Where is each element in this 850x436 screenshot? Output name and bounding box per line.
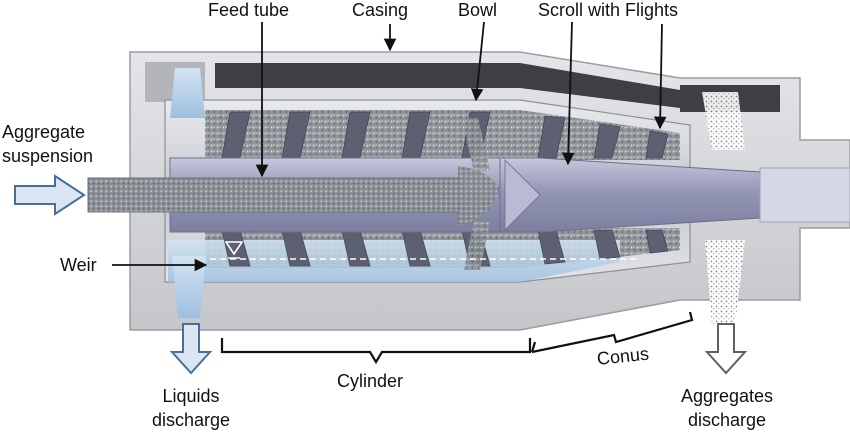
aggregates-discharge-label-line1: Aggregates	[680, 386, 774, 406]
scroll-label: Scroll with Flights	[538, 0, 679, 20]
weir-label: Weir	[60, 255, 97, 275]
aggregate-suspension-label-line2: suspension	[2, 146, 94, 166]
aggregate-suspension-label-line1: Aggregate	[2, 122, 86, 142]
feed-tube	[87, 118, 500, 270]
cylinder-bracket	[220, 338, 532, 365]
liquid-pond	[168, 240, 620, 282]
bowl-leader	[470, 21, 485, 102]
liquids-discharge-label-line1: Liquids	[162, 386, 220, 406]
solids-spray	[702, 92, 745, 325]
aggregates-discharge-label-line2: discharge	[687, 410, 767, 430]
liquids-discharge-label-line2: discharge	[151, 410, 231, 430]
feed-tube-label: Feed tube	[208, 0, 290, 20]
casing-label: Casing	[352, 0, 409, 20]
aggregates-outlet-arrow	[704, 323, 748, 375]
conus-bracket	[530, 311, 694, 354]
scroll-leader	[562, 21, 575, 166]
leader-lines	[112, 21, 667, 272]
liquid-outlets	[170, 68, 206, 318]
flights-leader	[653, 23, 667, 130]
bowl-label: Bowl	[458, 0, 498, 20]
cylinder-label: Cylinder	[337, 371, 404, 391]
liquids-outlet-arrow	[169, 323, 213, 375]
suspension-inlet-arrow	[14, 174, 86, 216]
weir-level	[210, 241, 640, 260]
